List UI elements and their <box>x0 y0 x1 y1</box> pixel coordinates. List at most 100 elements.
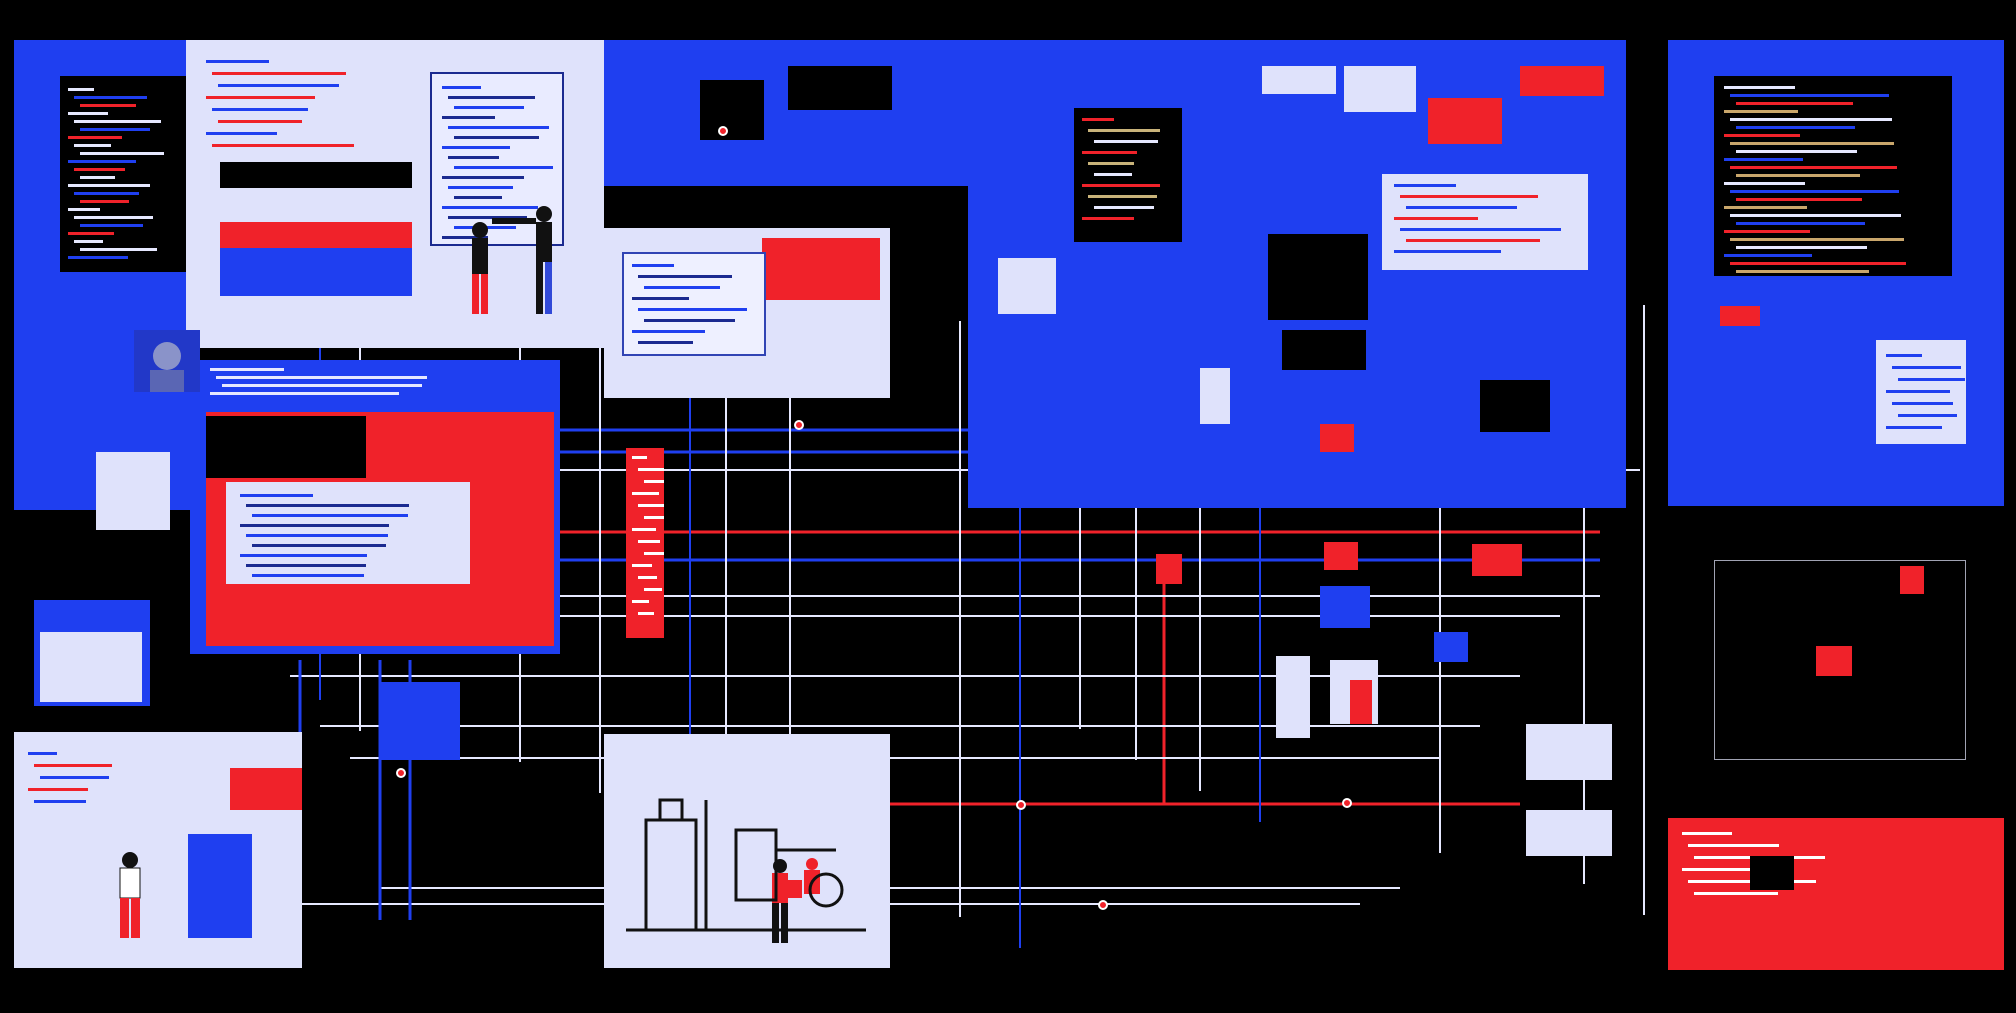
text-line <box>216 376 427 379</box>
header-bar-dark <box>220 162 412 188</box>
text-line <box>632 492 659 495</box>
text-line <box>80 200 129 203</box>
text-line <box>1406 239 1540 242</box>
text-line <box>80 248 157 251</box>
text-line <box>218 120 302 123</box>
node-blue-b <box>1320 586 1370 628</box>
junction-dot <box>1098 900 1108 910</box>
portrait-image-icon <box>134 330 200 392</box>
text-line <box>68 256 129 259</box>
text-line <box>1394 184 1456 187</box>
text-line <box>1082 118 1115 121</box>
text-line <box>240 494 314 497</box>
text-line <box>252 514 409 517</box>
text-line <box>1724 134 1801 137</box>
text-line <box>1724 182 1805 185</box>
text-line <box>1886 354 1922 357</box>
red-label <box>230 768 302 810</box>
monitor-blue <box>188 834 252 938</box>
dark-card-a <box>1074 108 1182 242</box>
text-line <box>638 612 654 615</box>
text-line <box>80 176 115 179</box>
nested-page <box>622 252 766 356</box>
node-light-a <box>1276 656 1310 738</box>
text-line <box>638 540 661 543</box>
text-line <box>74 168 126 171</box>
text-line <box>1724 110 1798 113</box>
text-line <box>80 152 165 155</box>
text-line <box>1736 246 1867 249</box>
text-line <box>1724 230 1810 233</box>
text-line <box>632 600 649 603</box>
person-figure-icon <box>472 206 552 314</box>
text-line <box>74 192 140 195</box>
text-line <box>454 196 503 199</box>
text-line <box>246 534 388 537</box>
text-line <box>632 564 653 567</box>
text-line <box>632 330 705 333</box>
text-line <box>632 528 656 531</box>
code-window-top-left <box>60 76 188 272</box>
network-red-node-2 <box>1900 566 1924 594</box>
text-line <box>1736 126 1855 129</box>
panel-bottom-right-red <box>1668 818 2004 970</box>
lower-card-a <box>998 258 1056 314</box>
text-line <box>1688 844 1779 847</box>
text-line <box>442 146 510 149</box>
text-line <box>74 120 162 123</box>
text-line <box>644 480 664 483</box>
text-line <box>448 186 513 189</box>
text-line <box>632 264 674 267</box>
text-line <box>212 72 346 75</box>
node-light-d <box>1526 810 1612 856</box>
text-line <box>454 166 553 169</box>
text-line <box>638 468 664 471</box>
text-line <box>80 224 143 227</box>
text-line <box>1088 195 1158 198</box>
text-line <box>1088 162 1135 165</box>
text-line <box>1082 151 1138 154</box>
node-light-c <box>1526 724 1612 780</box>
text-line <box>80 104 137 107</box>
network-red-node <box>1816 646 1852 676</box>
text-line <box>1730 118 1892 121</box>
text-line <box>1730 94 1890 97</box>
text-line <box>1082 217 1134 220</box>
dark-card-e <box>1480 380 1550 432</box>
machinery-illustration-icon <box>626 798 866 932</box>
text-line <box>632 456 648 459</box>
text-line <box>28 752 57 755</box>
text-line <box>74 240 104 243</box>
dark-card-c <box>788 66 892 110</box>
text-line <box>1730 262 1907 265</box>
text-line <box>1400 228 1561 231</box>
node-red-d <box>1350 680 1372 724</box>
text-line <box>1730 238 1904 241</box>
red-block-center <box>762 238 880 300</box>
text-line <box>442 116 496 119</box>
light-card-c <box>1344 66 1416 112</box>
text-line <box>222 384 422 387</box>
text-line <box>34 800 86 803</box>
text-line <box>210 368 284 371</box>
text-line <box>40 776 110 779</box>
text-line <box>442 176 524 179</box>
network-frame-right <box>1714 560 1966 760</box>
red-column <box>626 448 664 638</box>
text-line <box>206 132 278 135</box>
text-line <box>206 60 269 63</box>
text-line <box>1724 86 1796 89</box>
text-line <box>1886 426 1942 429</box>
text-line <box>68 208 100 211</box>
text-line <box>1736 102 1853 105</box>
text-line <box>442 206 539 209</box>
text-line <box>1400 195 1539 198</box>
text-line <box>1082 184 1160 187</box>
text-line <box>252 544 387 547</box>
text-line <box>644 516 664 519</box>
text-line <box>218 84 340 87</box>
text-line <box>210 392 399 395</box>
text-line <box>644 552 664 555</box>
text-line <box>68 112 108 115</box>
text-line <box>1736 150 1858 153</box>
